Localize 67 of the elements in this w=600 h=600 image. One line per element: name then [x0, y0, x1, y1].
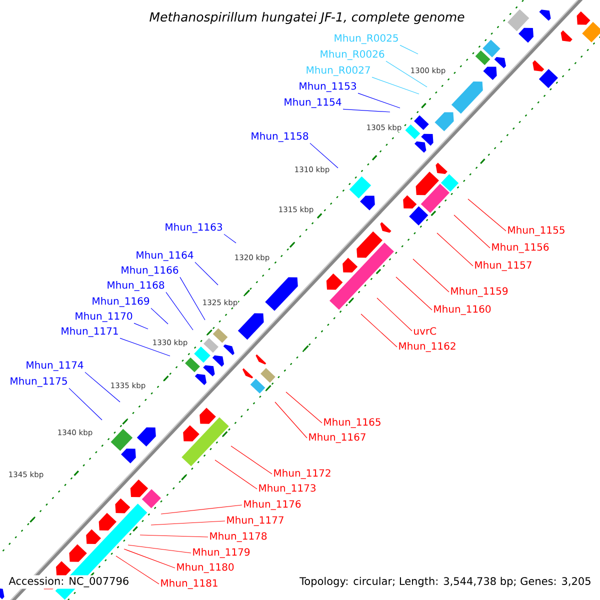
leader-line [436, 232, 474, 266]
leader-line [194, 262, 218, 286]
leader-line [310, 142, 338, 168]
gene-label: Mhun_1159 [451, 287, 508, 297]
gene-label: Mhun_1180 [177, 563, 234, 573]
leader-line [274, 402, 308, 438]
gene-label: Mhun_1163 [166, 223, 222, 233]
leader-line [400, 44, 418, 54]
leader-line [116, 556, 160, 584]
gene-label: Mhun_1166 [122, 266, 178, 276]
leader-line [68, 388, 102, 420]
leader-line [128, 544, 192, 554]
leader-line [454, 214, 490, 248]
leader-line [376, 298, 412, 332]
gene-label: Mhun_1156 [492, 243, 549, 253]
leader-line [372, 76, 420, 94]
summary-text: Topology: circular; Length: 3,544,738 bp; Genes: 3,205 [298, 575, 593, 589]
gene-label: Mhun_1171 [62, 327, 118, 337]
gene-label: Mhun_1169 [92, 297, 150, 307]
leader-line [224, 234, 236, 244]
gene-label: Mhun_1170 [76, 312, 132, 322]
gene-label: Mhun_1181 [161, 579, 218, 589]
leader-line [386, 60, 428, 88]
gene-label: Mhun_1175 [10, 377, 67, 387]
leader-line [120, 338, 170, 356]
gene-label: Mhun_1153 [300, 82, 356, 92]
leader-line [150, 520, 226, 526]
gene-label: Mhun_1168 [108, 281, 164, 291]
leader-line [150, 308, 168, 324]
leader-line [412, 258, 450, 292]
accession-text: Accession: NC_007796 [7, 575, 131, 589]
leader-line [286, 392, 322, 424]
gene-label: Mhun_1162 [399, 342, 456, 352]
gene-label: Mhun_1174 [26, 361, 84, 371]
gene-label: Mhun_1177 [227, 516, 284, 526]
leader-line [180, 276, 206, 320]
gene-label: Mhun_1172 [274, 469, 330, 479]
gene-label: Mhun_1176 [244, 500, 301, 510]
gene-label: Mhun_R0026 [320, 50, 384, 60]
gene-label: Mhun_1154 [284, 98, 342, 108]
gene-label: uvrC [414, 327, 436, 335]
gene-label: Mhun_R0027 [306, 66, 370, 76]
leader-line [230, 446, 272, 474]
leader-line [134, 322, 148, 330]
gene-label: Mhun_1157 [475, 261, 532, 271]
gene-label: Mhun_1155 [508, 226, 564, 236]
gene-label: Mhun_1158 [252, 132, 308, 142]
leader-line [214, 460, 258, 490]
gene-label: Mhun_1178 [210, 532, 267, 542]
leader-line [140, 534, 208, 538]
gene-label: Mhun_1167 [309, 433, 366, 443]
leader-line [396, 276, 432, 310]
leader-line [358, 92, 400, 108]
gene-label: Mhun_1179 [193, 548, 250, 558]
gene-label: Mhun_1173 [259, 484, 316, 494]
gene-label: Mhun_1165 [324, 418, 380, 428]
leader-line [160, 504, 242, 514]
leader-line [360, 314, 398, 348]
leader-line [166, 292, 194, 330]
title: Methanospirillum hungatei JF-1, complete genome [148, 10, 466, 26]
leader-line [468, 198, 506, 232]
gene-label: Mhun_R0025 [334, 34, 398, 44]
gene-label: Mhun_1160 [434, 305, 491, 315]
leader-line [84, 372, 120, 402]
gene-label: Mhun_1164 [136, 251, 194, 261]
leader-line [342, 108, 390, 112]
leader-line [124, 548, 176, 568]
